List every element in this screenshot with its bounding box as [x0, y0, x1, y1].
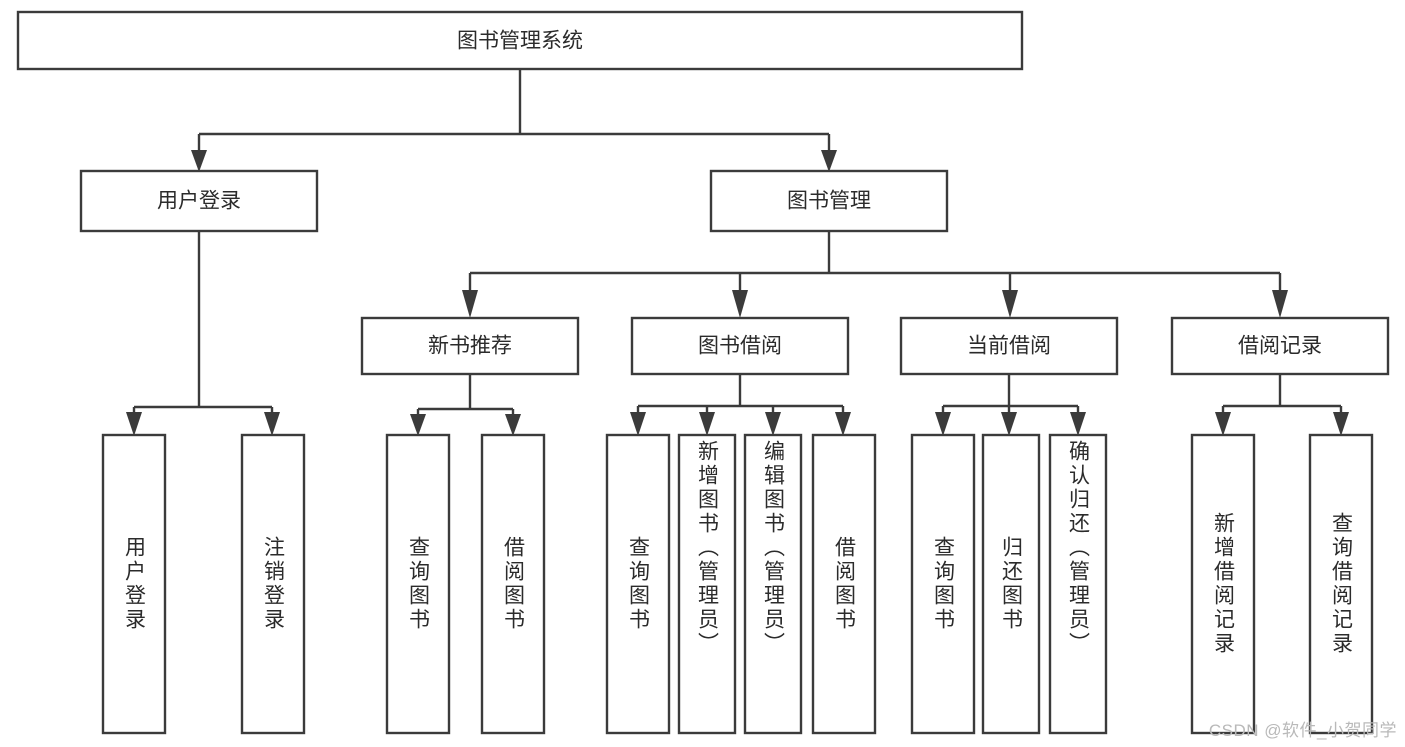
leaf-box-borrow-book-1[interactable]: [480, 433, 546, 735]
leaf-box-query-book-3[interactable]: [910, 433, 976, 735]
leaf-box-edit-book-admin[interactable]: [743, 433, 803, 735]
leaf-box-confirm-return-admin[interactable]: [1048, 433, 1108, 735]
leaf-box-borrow-book-2[interactable]: [811, 433, 877, 735]
connector-root-to-level1: [191, 69, 837, 172]
leaf-box-logout[interactable]: [240, 433, 306, 735]
connector-book-borrow-to-leaves: [630, 374, 851, 436]
connector-borrow-record-to-leaves: [1215, 374, 1349, 436]
new-book-recommend-label: 新书推荐: [428, 335, 512, 358]
connector-new-book-recommend-to-leaves: [410, 374, 521, 436]
node-current-borrow[interactable]: 当前借阅: [899, 316, 1119, 376]
arrow-to-user-login: [191, 150, 207, 172]
user-login-label: 用户登录: [157, 190, 241, 213]
leaf-box-query-borrow-record[interactable]: [1308, 433, 1374, 735]
book-borrow-label: 图书借阅: [698, 335, 782, 358]
node-root[interactable]: 图书管理系统: [16, 10, 1024, 71]
connector-book-mgmt-to-level2: [462, 231, 1288, 318]
node-user-login[interactable]: 用户登录: [79, 169, 319, 233]
node-new-book-recommend[interactable]: 新书推荐: [360, 316, 580, 376]
borrow-record-label: 借阅记录: [1238, 335, 1322, 358]
root-box[interactable]: [16, 10, 1024, 71]
leaf-box-user-login[interactable]: [101, 433, 167, 735]
leaf-box-query-book-1[interactable]: [385, 433, 451, 735]
node-book-borrow[interactable]: 图书借阅: [630, 316, 850, 376]
leaf-box-query-book-2[interactable]: [605, 433, 671, 735]
leaf-box-add-book-admin[interactable]: [677, 433, 737, 735]
csdn-watermark: CSDN @软件_小贺同学: [1208, 721, 1397, 740]
book-management-label: 图书管理: [787, 190, 871, 213]
leaf-box-add-borrow-record[interactable]: [1190, 433, 1256, 735]
connector-current-borrow-to-leaves: [935, 374, 1086, 436]
root-label: 图书管理系统: [457, 30, 583, 53]
leaf-box-return-book[interactable]: [981, 433, 1041, 735]
node-book-management[interactable]: 图书管理: [709, 169, 949, 233]
connector-user-login-to-leaves: [126, 231, 280, 436]
new-book-recommend-box[interactable]: [360, 316, 580, 376]
current-borrow-box[interactable]: [899, 316, 1119, 376]
current-borrow-label: 当前借阅: [967, 335, 1051, 358]
node-borrow-record[interactable]: 借阅记录: [1170, 316, 1390, 376]
leaf-boxes: [101, 433, 1374, 735]
user-login-box[interactable]: [79, 169, 319, 233]
arrow-to-book-mgmt: [821, 150, 837, 172]
